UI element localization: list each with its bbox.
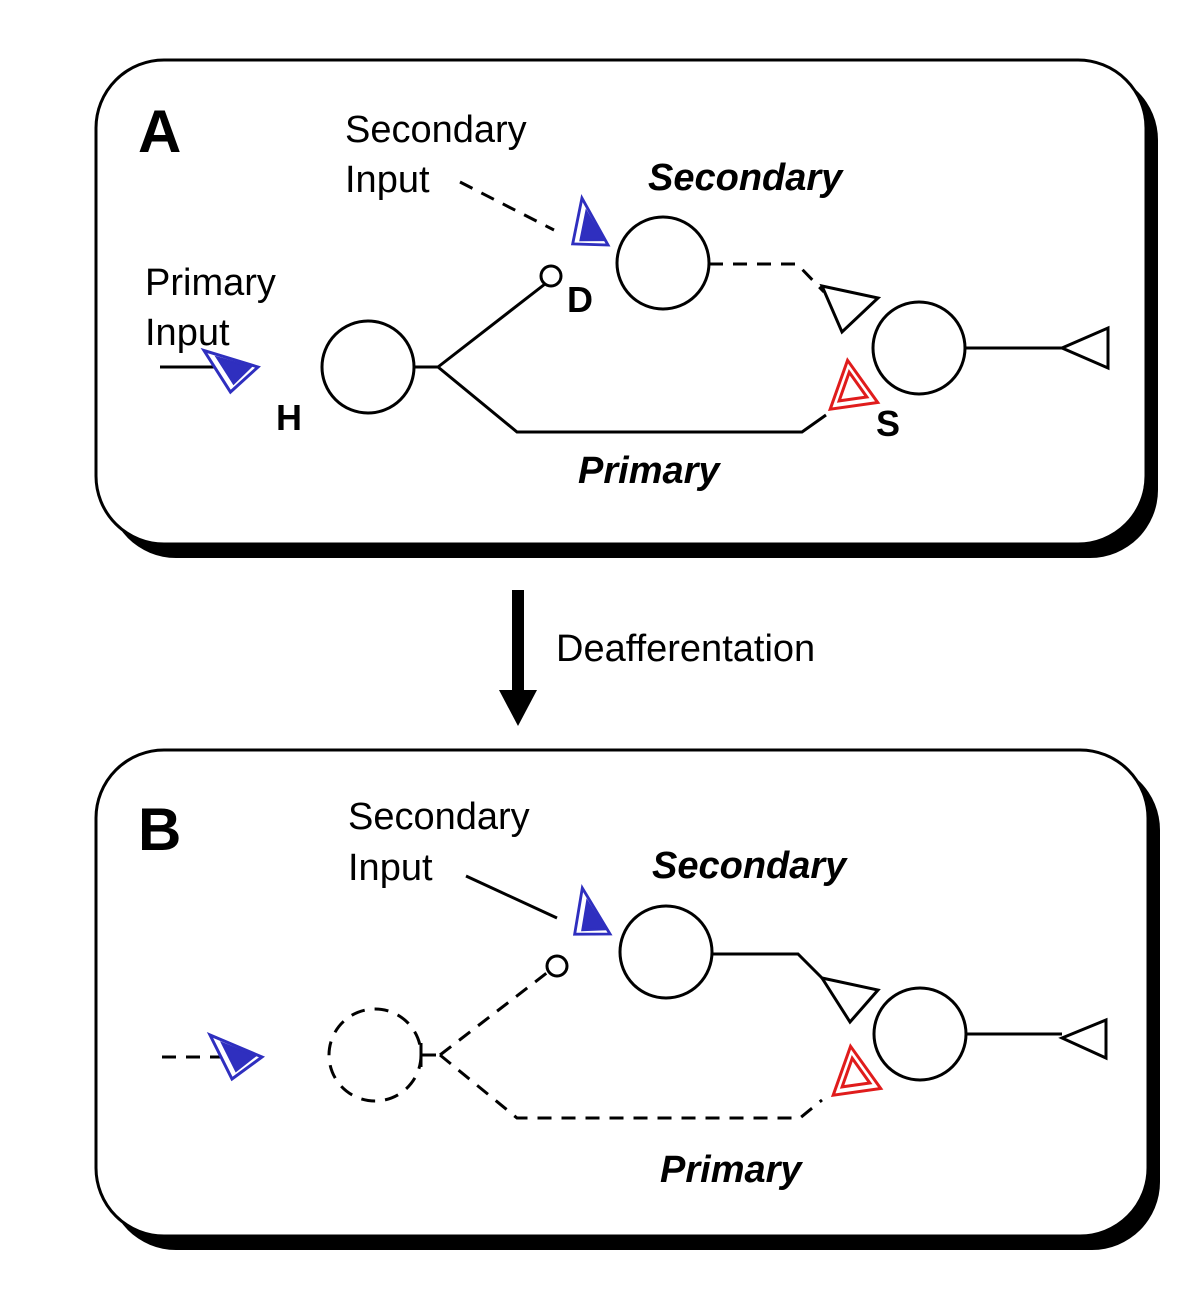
panel-b-primary-path-label: Primary: [660, 1149, 803, 1191]
panel-b-output-terminal: [1058, 1017, 1108, 1061]
panel-a-primary-input-label-line1: Primary: [145, 262, 276, 304]
panel-a-secondary-terminal: [819, 283, 882, 335]
panel-a-marker-h: H: [276, 397, 302, 438]
panel-a-letter: A: [138, 98, 181, 165]
deafferentation-label: Deafferentation: [556, 628, 815, 670]
panel-a-collateral-terminal: [539, 264, 563, 288]
panel-a-marker-s: S: [876, 403, 900, 444]
panel-b-secondary-pathway: [712, 952, 828, 984]
transition: Deafferentation: [499, 590, 815, 726]
panel-b-secondary-neuron-soma: [618, 904, 714, 1000]
panel-a-primary-input-label-line2: Input: [145, 312, 230, 354]
panel-b-box: [94, 748, 1150, 1238]
panel-a-secondary-pathway: [709, 262, 826, 294]
panel-a-box: [94, 58, 1148, 546]
panel-a-secondary-input-axon: [459, 180, 555, 232]
panel-a-secondary-neuron-soma: [615, 215, 711, 311]
panel-a-secondary-path-label: Secondary: [648, 157, 844, 199]
panel-a-target-neuron-soma: [871, 300, 967, 396]
panel-b-target-neuron-soma: [872, 986, 968, 1082]
panel-b-secondary-input-label-line2: Input: [348, 847, 433, 889]
panel-b-secondary-input-label-line1: Secondary: [348, 796, 530, 838]
panel-a-primary-path-label: Primary: [578, 450, 721, 492]
panel-a-secondary-input-label-line2: Input: [345, 159, 430, 201]
panel-a-primary-pathway: [437, 365, 827, 434]
panel-a-output-terminal: [1058, 325, 1110, 371]
panel-a-marker-d: D: [567, 279, 593, 320]
panel-a-upper-branch: [437, 282, 546, 369]
panel-b-secondary-terminal: [818, 975, 881, 1025]
panel-b-primary-pathway: [439, 1053, 823, 1120]
panel-b-letter: B: [138, 796, 181, 863]
panel-a: A Secondary Input Primary Input Secondar…: [94, 58, 1158, 558]
panel-b: B Secondary Input Secondary Primary: [94, 748, 1160, 1250]
panel-b-primary-neuron-soma: [327, 1007, 423, 1103]
panel-b-secondary-input-axon: [465, 874, 558, 920]
panel-b-secondary-path-label: Secondary: [652, 845, 848, 887]
panel-b-collateral-terminal: [545, 954, 569, 978]
panel-a-secondary-input-label-line1: Secondary: [345, 109, 527, 151]
panel-a-primary-neuron-soma: [320, 319, 416, 415]
deafferentation-arrow-head: [499, 690, 537, 726]
